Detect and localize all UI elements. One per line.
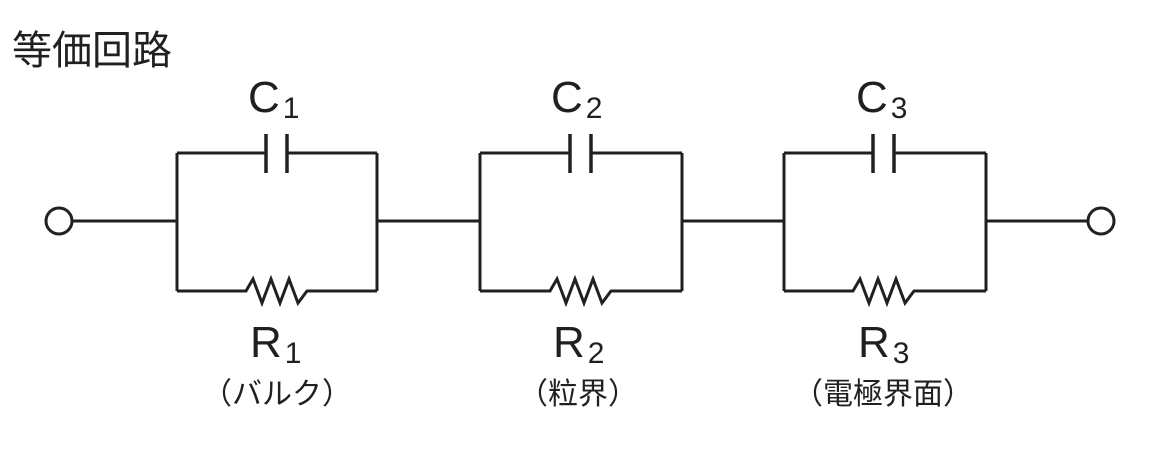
resistor-1-subscript: 1: [285, 337, 302, 370]
output-terminal: [1086, 206, 1116, 236]
stage-1-description: （バルク）: [202, 377, 352, 412]
resistor-1-symbol: R: [250, 318, 282, 367]
stage-3-description: （電極界面）: [793, 377, 973, 412]
stage-2-description: （粒界）: [518, 377, 638, 412]
resistor-2-zigzag: [480, 274, 682, 308]
input-terminal: [44, 206, 74, 236]
capacitor-3-subscript: 3: [891, 92, 908, 125]
resistor-2-symbol: R: [553, 318, 585, 367]
diagram-title: 等価回路: [12, 28, 172, 74]
resistor-3-subscript: 3: [893, 337, 910, 370]
resistor-2-subscript: 2: [588, 337, 605, 370]
capacitor-2-subscript: 2: [586, 92, 603, 125]
capacitor-3-symbol: C: [856, 73, 888, 122]
capacitor-2-symbol: C: [551, 73, 583, 122]
resistor-1-zigzag: [177, 274, 377, 308]
resistor-3-symbol: R: [858, 318, 890, 367]
resistor-3-zigzag: [784, 274, 986, 308]
capacitor-1-symbol: C: [248, 73, 280, 122]
capacitor-1-subscript: 1: [283, 92, 300, 125]
